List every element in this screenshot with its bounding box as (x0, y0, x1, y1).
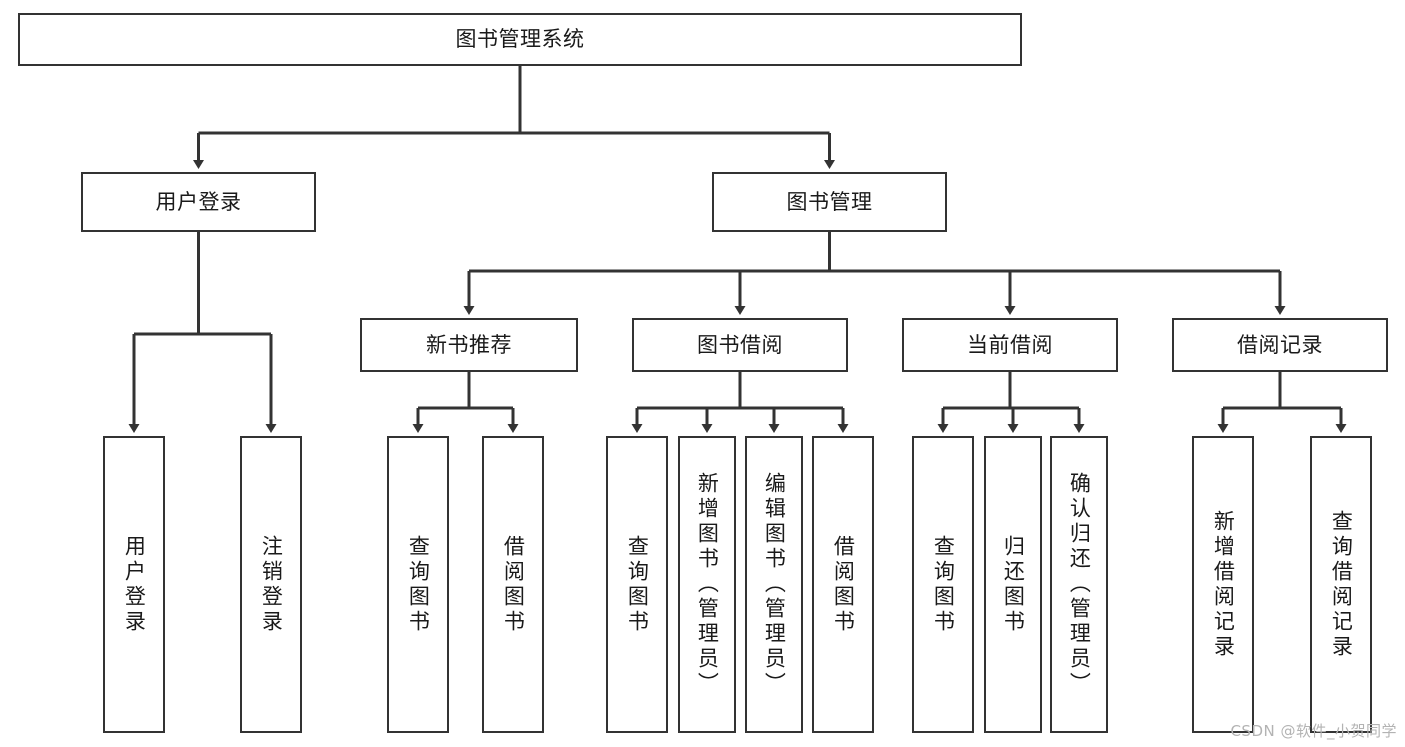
node-leaf-borrow-book-label: 借阅图书 (831, 534, 856, 635)
node-leaf-query-borrow-record[interactable]: 查询借阅记录 (1310, 436, 1372, 733)
node-user-login[interactable]: 用户登录 (81, 172, 316, 232)
node-leaf-confirm-return-admin-label: 确认归还（管理员） (1067, 472, 1092, 697)
node-leaf-borrow-book-recommend[interactable]: 借阅图书 (482, 436, 544, 733)
node-leaf-edit-book-admin-label: 编辑图书（管理员） (762, 472, 787, 697)
node-book-manage[interactable]: 图书管理 (712, 172, 947, 232)
node-leaf-borrow-book[interactable]: 借阅图书 (812, 436, 874, 733)
node-user-login-label: 用户登录 (155, 189, 242, 214)
node-current-borrow[interactable]: 当前借阅 (902, 318, 1118, 372)
node-book-manage-label: 图书管理 (786, 189, 873, 214)
node-leaf-user-login[interactable]: 用户登录 (103, 436, 165, 733)
node-leaf-user-login-label: 用户登录 (122, 534, 147, 635)
node-root-title[interactable]: 图书管理系统 (18, 13, 1022, 66)
node-leaf-query-book-recommend-label: 查询图书 (406, 534, 431, 635)
node-root-title-label: 图书管理系统 (455, 27, 585, 52)
node-new-book-recommend[interactable]: 新书推荐 (360, 318, 578, 372)
node-leaf-query-book-borrow[interactable]: 查询图书 (606, 436, 668, 733)
node-leaf-edit-book-admin[interactable]: 编辑图书（管理员） (745, 436, 803, 733)
node-leaf-borrow-book-recommend-label: 借阅图书 (501, 534, 526, 635)
node-leaf-confirm-return-admin[interactable]: 确认归还（管理员） (1050, 436, 1108, 733)
node-leaf-add-borrow-record-label: 新增借阅记录 (1211, 509, 1236, 660)
node-borrow-record[interactable]: 借阅记录 (1172, 318, 1388, 372)
watermark-text: CSDN @软件_小贺同学 (1230, 722, 1397, 740)
node-borrow-record-label: 借阅记录 (1237, 332, 1323, 357)
node-leaf-return-book-label: 归还图书 (1001, 534, 1026, 635)
node-new-book-recommend-label: 新书推荐 (426, 332, 512, 357)
node-leaf-query-book-current-label: 查询图书 (931, 534, 956, 635)
node-leaf-query-book-recommend[interactable]: 查询图书 (387, 436, 449, 733)
node-book-borrow[interactable]: 图书借阅 (632, 318, 848, 372)
node-leaf-query-borrow-record-label: 查询借阅记录 (1329, 509, 1354, 660)
node-leaf-add-book-admin[interactable]: 新增图书（管理员） (678, 436, 736, 733)
node-book-borrow-label: 图书借阅 (697, 332, 783, 357)
node-leaf-return-book[interactable]: 归还图书 (984, 436, 1042, 733)
node-leaf-add-borrow-record[interactable]: 新增借阅记录 (1192, 436, 1254, 733)
node-leaf-query-book-borrow-label: 查询图书 (625, 534, 650, 635)
node-leaf-user-logout-label: 注销登录 (259, 534, 284, 635)
node-leaf-query-book-current[interactable]: 查询图书 (912, 436, 974, 733)
node-current-borrow-label: 当前借阅 (967, 332, 1053, 357)
node-leaf-user-logout[interactable]: 注销登录 (240, 436, 302, 733)
node-leaf-add-book-admin-label: 新增图书（管理员） (695, 472, 720, 697)
